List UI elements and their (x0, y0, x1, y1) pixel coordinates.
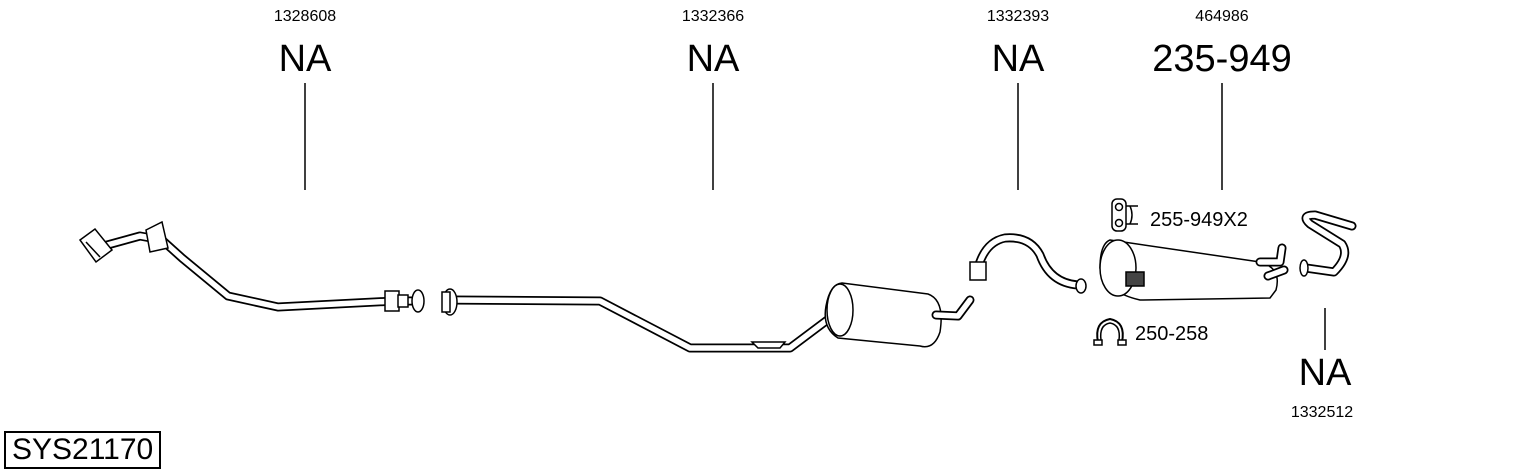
oem-number-2: 1332366 (681, 8, 745, 25)
rear-pipe-drawing (969, 233, 1087, 294)
part-number-1[interactable]: NA (278, 38, 332, 80)
front-pipe-drawing (78, 220, 425, 313)
rubber-hanger-icon (1111, 198, 1138, 232)
part-number-5[interactable]: NA (1298, 352, 1352, 394)
oem-number-1: 1328608 (273, 8, 337, 25)
rear-silencer-drawing (1099, 239, 1289, 301)
part-number-4[interactable]: 235-949 (1152, 38, 1292, 80)
pipe-clamp-icon (1093, 317, 1127, 346)
clamp-part-number[interactable]: 250-258 (1135, 323, 1209, 345)
oem-number-3: 1332393 (986, 8, 1050, 25)
oem-number-5: 1332512 (1290, 404, 1354, 421)
part-number-2[interactable]: NA (686, 38, 740, 80)
tail-pipe-drawing (1299, 210, 1357, 277)
hanger-part-number[interactable]: 255-949X2 (1150, 209, 1248, 231)
centre-pipe-drawing (441, 282, 975, 353)
part-number-3[interactable]: NA (991, 38, 1045, 80)
system-code-badge: SYS21170 (4, 431, 162, 469)
oem-number-4: 464986 (1195, 8, 1249, 25)
